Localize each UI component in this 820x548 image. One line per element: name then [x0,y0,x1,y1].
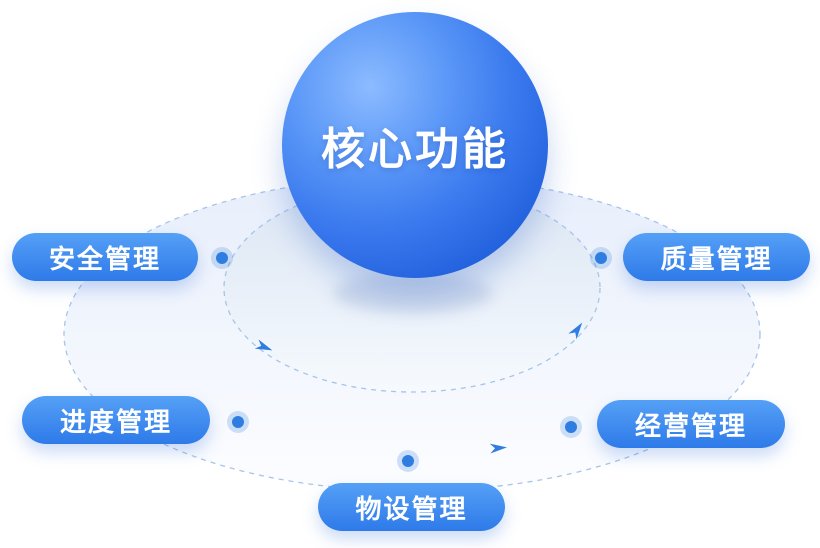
sphere-shadow [333,273,493,313]
core-sphere-label: 核心功能 [321,125,509,174]
flow-arrow-inner-right [568,322,583,340]
node-pill-material: 物设管理 [318,483,505,531]
node-pill-safety: 安全管理 [12,233,198,281]
node-pill-material-label: 物设管理 [355,493,468,524]
node-pill-quality: 质量管理 [623,233,810,281]
orbit-dot-business [560,416,582,438]
orbit-dot-quality [590,247,612,269]
node-pill-quality-label: 质量管理 [660,243,773,274]
node-pill-business-label: 经营管理 [634,410,747,441]
flow-arrow-inner-left [254,339,273,351]
orbit-dot-safety [211,247,233,269]
node-pill-progress: 进度管理 [22,396,210,444]
core-sphere: 核心功能 [282,12,548,278]
flow-arrow-outer-bottom [489,443,507,454]
orbit-dot-material [397,450,419,472]
orbit-dot-progress [227,411,249,433]
node-pill-business: 经营管理 [597,400,785,448]
node-pill-progress-label: 进度管理 [59,406,172,437]
node-pill-safety-label: 安全管理 [48,243,161,274]
